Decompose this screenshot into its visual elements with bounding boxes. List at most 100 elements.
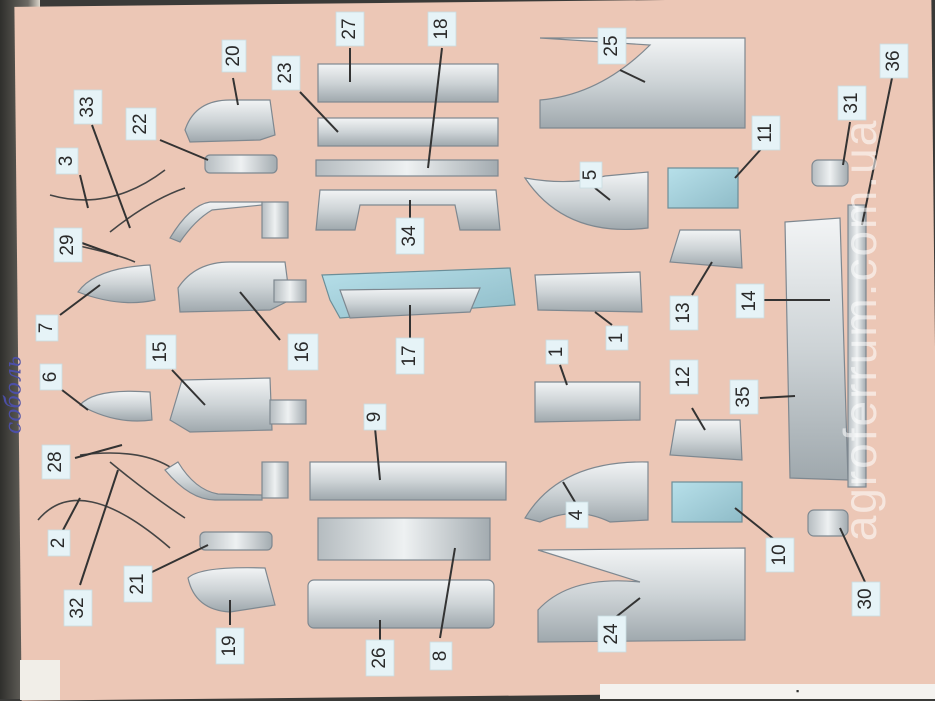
callout-2: 2 [47,529,71,557]
part-29-line [74,244,136,263]
svg-text:30: 30 [855,588,876,609]
part-26 [307,579,495,629]
svg-text:36: 36 [883,50,904,71]
callout-32: 32 [63,589,93,627]
callout-3: 3 [55,147,79,175]
leader-20 [232,77,239,106]
svg-text:22: 22 [130,113,151,134]
callout-5: 5 [579,161,603,189]
callout-33: 33 [73,89,103,125]
part-15-flange [269,399,307,425]
svg-text:24: 24 [601,623,622,645]
leader-13 [691,261,713,296]
part-1-lower [534,381,641,423]
part-19 [187,567,276,613]
part-2-arc [37,499,171,549]
leader-10 [734,507,776,541]
callout-8: 8 [429,641,453,671]
part-23 [317,117,499,147]
callout-35: 35 [729,379,759,415]
part-9 [309,461,507,501]
svg-text:28: 28 [45,451,66,472]
leader-25 [619,69,646,83]
part-10 [671,481,743,523]
svg-text:10: 10 [769,544,790,565]
callout-14: 14 [735,283,765,319]
leader-35 [759,395,796,399]
svg-text:19: 19 [219,635,240,656]
part-16-flange [273,279,307,303]
svg-text:27: 27 [339,18,360,39]
paper-corner [20,660,60,700]
callout-13: 13 [669,295,699,331]
part-18 [315,159,499,177]
part-bracket-lower [261,461,289,499]
leader-5 [594,187,611,201]
part-31 [811,159,849,187]
part-33-arc [109,187,186,233]
part-36 [847,204,867,488]
leader-8 [439,547,456,639]
svg-text:6: 6 [40,372,61,383]
callout-19: 19 [215,627,245,665]
callout-20: 20 [221,39,247,73]
svg-text:18: 18 [431,18,452,39]
leader-6 [61,389,89,411]
leader-9 [374,427,381,481]
svg-text:29: 29 [57,234,78,255]
leader-4 [562,481,576,503]
svg-text:23: 23 [275,62,296,83]
leader-18 [427,47,443,169]
leader-12 [691,407,706,431]
part-1-upper [534,271,643,313]
leader-30 [839,527,866,583]
leader-21 [149,544,209,574]
part-17-lower [339,287,481,319]
callout-12: 12 [669,359,699,395]
leader-22 [159,139,209,161]
callout-21: 21 [123,565,153,603]
callout-31: 31 [837,85,867,121]
callout-23: 23 [271,55,301,91]
part-24 [537,547,746,643]
svg-text:26: 26 [369,647,390,668]
callout-25: 25 [597,27,627,65]
svg-text:16: 16 [292,341,313,362]
callout-24: 24 [597,615,627,653]
callout-27: 27 [335,11,365,47]
svg-text:11: 11 [755,123,776,143]
part-11 [667,167,739,209]
watermark-text: agroferrum.com.ua [834,118,886,542]
part-15 [169,377,273,433]
leader-29 [81,242,119,257]
leader-11 [734,147,763,179]
part-3-arc [49,169,166,201]
callout-1-lower: 1 [545,339,569,365]
svg-text:3: 3 [56,156,77,167]
callout-26: 26 [365,639,395,677]
callout-7: 7 [35,314,59,342]
svg-text:15: 15 [150,341,171,362]
part-25 [539,37,746,129]
leader-23 [299,91,339,133]
part-sill-upper [169,201,263,243]
leader-3 [79,174,89,209]
part-bracket-upper [261,201,289,239]
part-5 [523,171,649,231]
callout-4: 4 [565,501,589,529]
svg-text:32: 32 [67,597,88,618]
callout-29: 29 [53,227,83,263]
part-21 [199,531,273,551]
part-34 [315,189,501,231]
callout-34: 34 [395,217,425,255]
part-20 [184,99,276,143]
svg-text:31: 31 [841,92,862,113]
svg-text:1: 1 [546,347,567,358]
part-sill-lower [164,461,263,501]
leader-33 [91,124,131,229]
svg-text:17: 17 [399,345,420,366]
callout-10: 10 [765,537,795,573]
svg-text:14: 14 [739,290,760,312]
svg-text:21: 21 [127,573,148,594]
svg-text:7: 7 [36,323,57,334]
